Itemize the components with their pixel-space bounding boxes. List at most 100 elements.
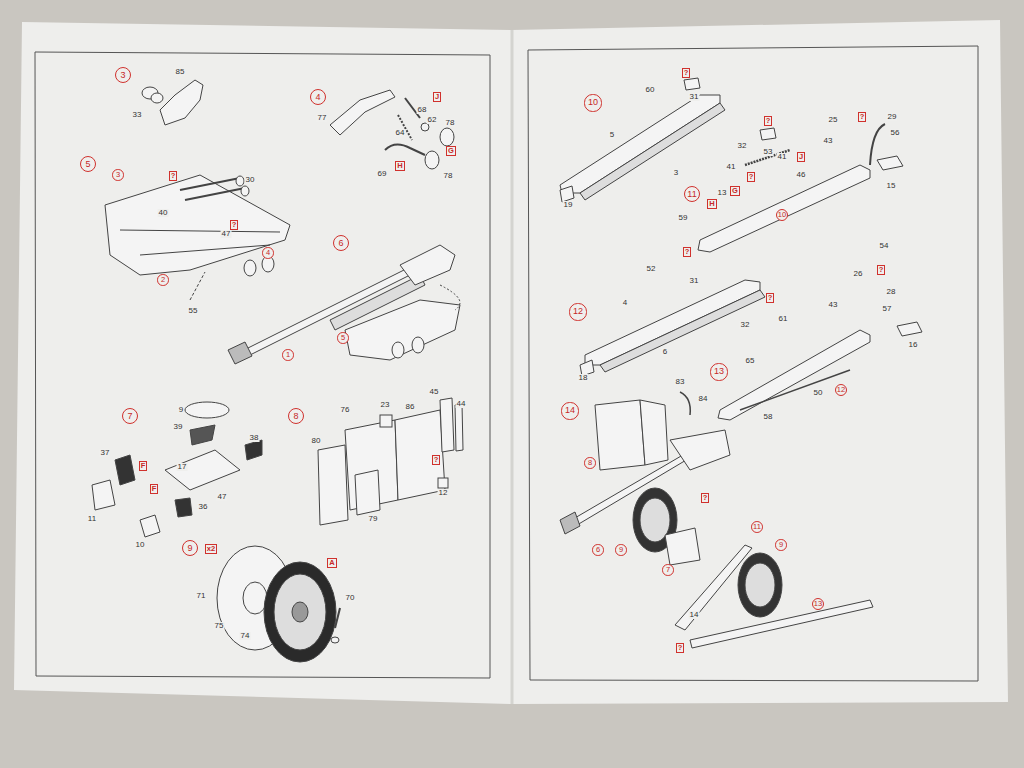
part-number: 37 — [100, 449, 111, 457]
part-number: 71 — [196, 592, 207, 600]
part-number: 76 — [340, 406, 351, 414]
part-number: 83 — [675, 378, 686, 386]
callout-number: 3 — [116, 171, 120, 179]
step-number: 7 — [122, 408, 138, 424]
step-number: 10 — [584, 94, 601, 111]
marker-box: H — [395, 161, 404, 171]
subassembly-ref: 12 — [835, 384, 847, 396]
part-number: 79 — [368, 515, 379, 523]
part-number: 78 — [445, 119, 456, 127]
part-number: 68 — [417, 106, 428, 114]
part-number: 12 — [438, 489, 449, 497]
part-number: 38 — [249, 434, 260, 442]
step-number: 13 — [710, 363, 727, 380]
part-number: 16 — [908, 341, 919, 349]
callout-number: A — [329, 559, 334, 567]
marker-box: G — [446, 146, 456, 156]
part-number: 39 — [173, 423, 184, 431]
callout-number: 7 — [127, 412, 132, 421]
step-number: 11 — [684, 186, 700, 202]
marker-box: ? — [432, 455, 441, 465]
part-number: 26 — [853, 270, 864, 278]
marker-box: F — [139, 461, 148, 471]
callout-number: 13 — [814, 600, 822, 608]
part-number: 5 — [609, 131, 615, 139]
callout-number: 10 — [588, 98, 598, 107]
step-number: 4 — [310, 89, 326, 105]
marker-box: ? — [230, 220, 239, 230]
marker-box: ? — [682, 68, 691, 78]
callout-number: ? — [749, 173, 754, 181]
part-number: 36 — [198, 503, 209, 511]
step-number: 9 — [182, 540, 198, 556]
step-number: 6 — [333, 235, 349, 251]
part-number: 30 — [245, 176, 256, 184]
part-number: 45 — [429, 388, 440, 396]
marker-box: J — [797, 152, 805, 162]
part-number: 3 — [673, 169, 679, 177]
marker-box: ? — [858, 112, 867, 122]
part-number: 41 — [726, 163, 737, 171]
subassembly-ref: 5 — [337, 332, 349, 344]
callout-number: 9 — [779, 541, 783, 549]
part-number: 84 — [698, 395, 709, 403]
callout-number: 8 — [588, 459, 592, 467]
part-number: 4 — [622, 299, 628, 307]
part-number: 15 — [886, 182, 897, 190]
part-number: 47 — [217, 493, 228, 501]
callout-number: 9 — [187, 544, 192, 553]
callout-number: 1 — [286, 351, 290, 359]
callout-number: ? — [768, 294, 773, 302]
callout-number: H — [397, 162, 402, 170]
part-number: 43 — [828, 301, 839, 309]
marker-box: ? — [683, 247, 692, 257]
marker-box: F — [150, 484, 159, 494]
part-number: 86 — [405, 403, 416, 411]
callout-number: 9 — [619, 546, 623, 554]
step-number: 14 — [561, 402, 578, 419]
part-number: 31 — [689, 277, 700, 285]
part-number: 33 — [132, 111, 143, 119]
marker-box: ? — [169, 171, 178, 181]
subassembly-ref: 1 — [282, 349, 294, 361]
callout-number: ? — [171, 172, 176, 180]
part-number: 18 — [578, 374, 589, 382]
part-number: 11 — [87, 515, 97, 523]
callout-number: ? — [678, 644, 683, 652]
callout-number: 3 — [120, 71, 125, 80]
callout-number: J — [799, 153, 803, 161]
part-number: 19 — [563, 201, 574, 209]
part-number: 6 — [662, 348, 668, 356]
part-number: 10 — [135, 541, 146, 549]
callout-number: F — [152, 485, 157, 493]
part-number: 25 — [828, 116, 839, 124]
callout-number: G — [732, 187, 738, 195]
marker-box: H — [707, 199, 716, 209]
callout-number: 6 — [338, 239, 343, 248]
subassembly-ref: 9 — [775, 539, 787, 551]
callout-number: 8 — [293, 412, 298, 421]
callout-number: J — [435, 93, 439, 101]
part-number: 28 — [886, 288, 897, 296]
part-number: 55 — [188, 307, 199, 315]
part-number: 52 — [646, 265, 657, 273]
part-number: 58 — [763, 413, 774, 421]
callout-number: ? — [232, 221, 237, 229]
step-number: 5 — [80, 156, 96, 172]
part-number: 80 — [311, 437, 322, 445]
marker-box: ? — [701, 493, 710, 503]
subassembly-ref: 8 — [584, 457, 596, 469]
step-number: 3 — [115, 67, 131, 83]
part-number: 54 — [879, 242, 890, 250]
part-number: 31 — [689, 93, 700, 101]
callout-number: 12 — [573, 307, 583, 316]
subassembly-ref: 4 — [262, 247, 274, 259]
part-number: 40 — [158, 209, 169, 217]
marker-box: G — [730, 186, 740, 196]
part-number: 60 — [645, 86, 656, 94]
part-number: 32 — [737, 142, 748, 150]
marker-box: ? — [766, 293, 775, 303]
